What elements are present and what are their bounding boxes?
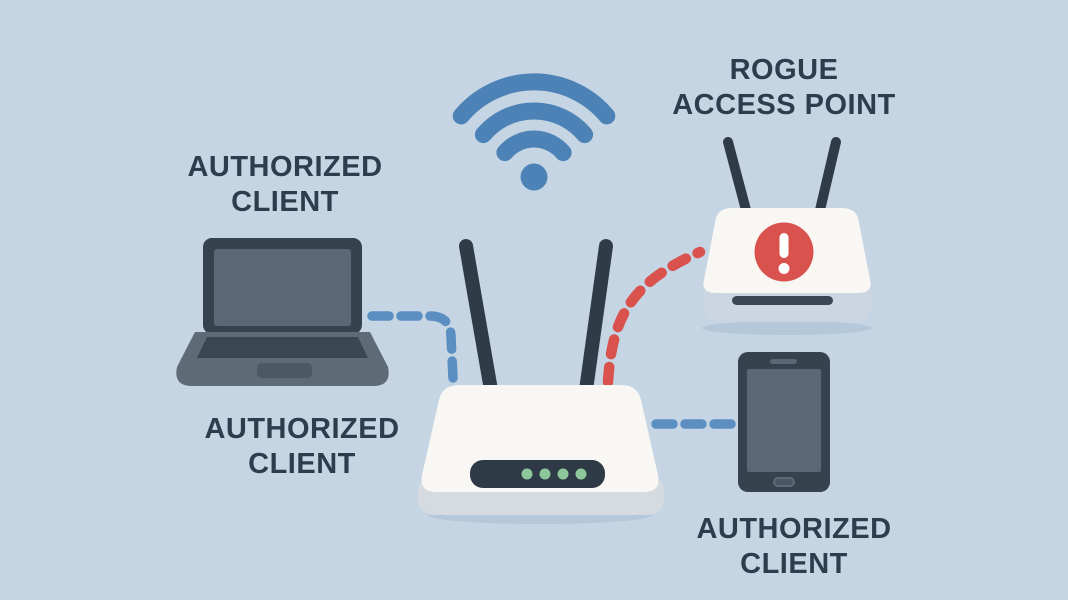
- router-led: [557, 468, 569, 480]
- wifi-arc-middle: [474, 102, 594, 144]
- wifi-dot: [520, 163, 548, 191]
- phone-speaker: [770, 359, 797, 364]
- alert-exclamation-dot: [778, 263, 790, 274]
- wifi-arc-inner: [496, 130, 572, 162]
- laptop: [176, 238, 389, 386]
- rogue-ap-antenna-left: [723, 137, 751, 215]
- wifi-arc-outer: [452, 73, 616, 125]
- rogue-ap-slot: [732, 296, 833, 305]
- laptop-screen: [214, 249, 351, 326]
- rogue-ap-antenna-right: [815, 137, 841, 215]
- phone-screen: [747, 369, 821, 472]
- smartphone: [738, 352, 830, 492]
- label-authorized-client-laptop: AUTHORIZED CLIENT: [187, 150, 382, 220]
- label-line: CLIENT: [248, 448, 356, 480]
- router-led: [521, 468, 533, 480]
- label-authorized-client-phone: AUTHORIZED CLIENT: [696, 512, 891, 582]
- label-line: AUTHORIZED: [696, 513, 892, 545]
- router-antenna-right: [579, 239, 613, 397]
- router-antenna-left: [459, 239, 498, 397]
- label-line: CLIENT: [740, 548, 848, 580]
- label-line: AUTHORIZED: [204, 413, 400, 445]
- label-line: ROGUE: [729, 54, 839, 86]
- laptop-trackpad: [257, 363, 312, 378]
- wifi-signal-icon: [452, 73, 616, 191]
- rogue-access-point: [702, 137, 872, 335]
- label-rogue-access-point: ROGUE ACCESS POINT: [672, 53, 896, 123]
- phone-home-button: [773, 477, 795, 487]
- label-authorized-client-router: AUTHORIZED CLIENT: [204, 412, 399, 482]
- label-line: ACCESS POINT: [672, 89, 896, 121]
- router-front-panel: [470, 460, 605, 488]
- router-led: [575, 468, 587, 480]
- router: [418, 239, 664, 524]
- label-line: AUTHORIZED: [187, 151, 383, 183]
- link-laptop-router: [367, 311, 458, 383]
- alert-exclamation-bar: [779, 233, 789, 258]
- link-router-rogue-ap: [602, 246, 706, 388]
- laptop-keyboard: [197, 337, 368, 358]
- rogue-ap-shadow: [702, 321, 872, 335]
- router-led: [539, 468, 551, 480]
- label-line: CLIENT: [231, 186, 339, 218]
- alert-icon: [754, 222, 814, 282]
